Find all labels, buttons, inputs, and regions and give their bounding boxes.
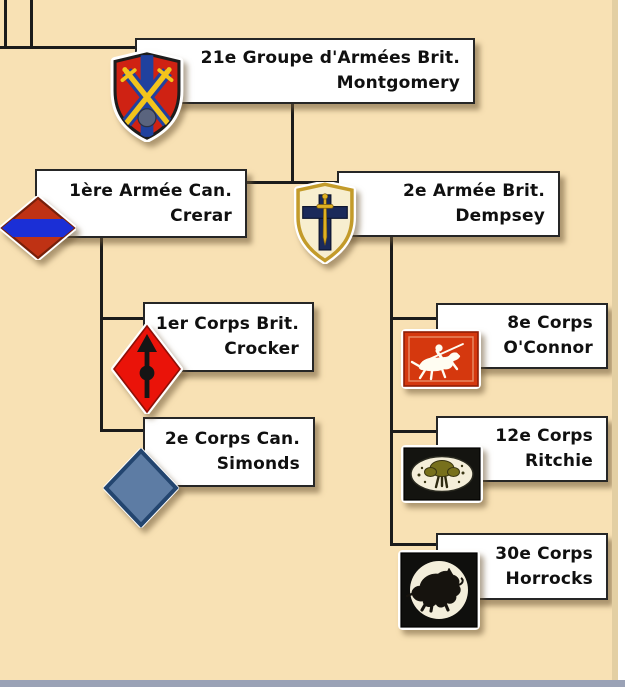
connector-top-horizontal xyxy=(0,46,137,49)
connector-stub-12th-corps xyxy=(390,430,438,433)
unit-name: 2e Corps Can. xyxy=(164,429,300,450)
connector-canadian-army-down xyxy=(100,238,103,432)
connector-stub-1st-corps xyxy=(100,317,146,320)
red-lozenge-blue-band-icon xyxy=(0,196,76,260)
connector-stub-30th-corps xyxy=(390,543,438,546)
node-army-group-21: 21e Groupe d'Armées Brit. Montgomery xyxy=(135,38,475,104)
page-margin-right xyxy=(618,0,625,687)
black-panel-white-oval-tree-icon xyxy=(401,445,483,503)
unit-name: 1er Corps Brit. xyxy=(155,314,299,335)
connector-top-left-stub-1 xyxy=(4,0,7,48)
red-panel-white-knight-icon xyxy=(401,329,481,389)
shield-crossed-swords-icon xyxy=(106,50,188,142)
unit-name: 21e Groupe d'Armées Brit. xyxy=(200,48,460,69)
connector-armygroup-down xyxy=(291,102,294,184)
unit-name: 2e Armée Brit. xyxy=(402,181,545,202)
commander-name: Dempsey xyxy=(455,206,545,226)
connector-top-left-stub-2 xyxy=(30,0,33,48)
steel-blue-lozenge-icon xyxy=(103,448,179,528)
connector-stub-8th-corps xyxy=(390,317,438,320)
connector-british-army-down xyxy=(390,237,393,546)
commander-name: Crocker xyxy=(224,339,299,359)
unit-name: 12e Corps xyxy=(495,426,593,447)
commander-name: Montgomery xyxy=(336,73,460,93)
commander-name: Ritchie xyxy=(525,451,593,471)
connector-stub-2nd-corps xyxy=(100,429,146,432)
commander-name: Simonds xyxy=(216,454,300,474)
shield-blue-cross-gold-sword-icon xyxy=(292,182,358,264)
node-second-canadian-corps: 2e Corps Can. Simonds xyxy=(143,417,315,487)
red-lozenge-black-spear-icon xyxy=(111,324,183,414)
connector-armies-horizontal xyxy=(245,181,339,184)
page-edge-shade xyxy=(612,0,618,687)
commander-name: O'Connor xyxy=(503,338,593,358)
unit-name: 1ère Armée Can. xyxy=(69,180,232,201)
commander-name: Horrocks xyxy=(505,568,593,589)
black-square-white-roundel-boar-icon xyxy=(398,550,480,630)
node-second-british-army: 2e Armée Brit. Dempsey xyxy=(337,171,560,237)
unit-name: 8e Corps xyxy=(507,313,593,334)
commander-name: Crerar xyxy=(170,205,232,226)
unit-name: 30e Corps xyxy=(495,543,593,564)
bottom-border-strip xyxy=(0,680,625,687)
